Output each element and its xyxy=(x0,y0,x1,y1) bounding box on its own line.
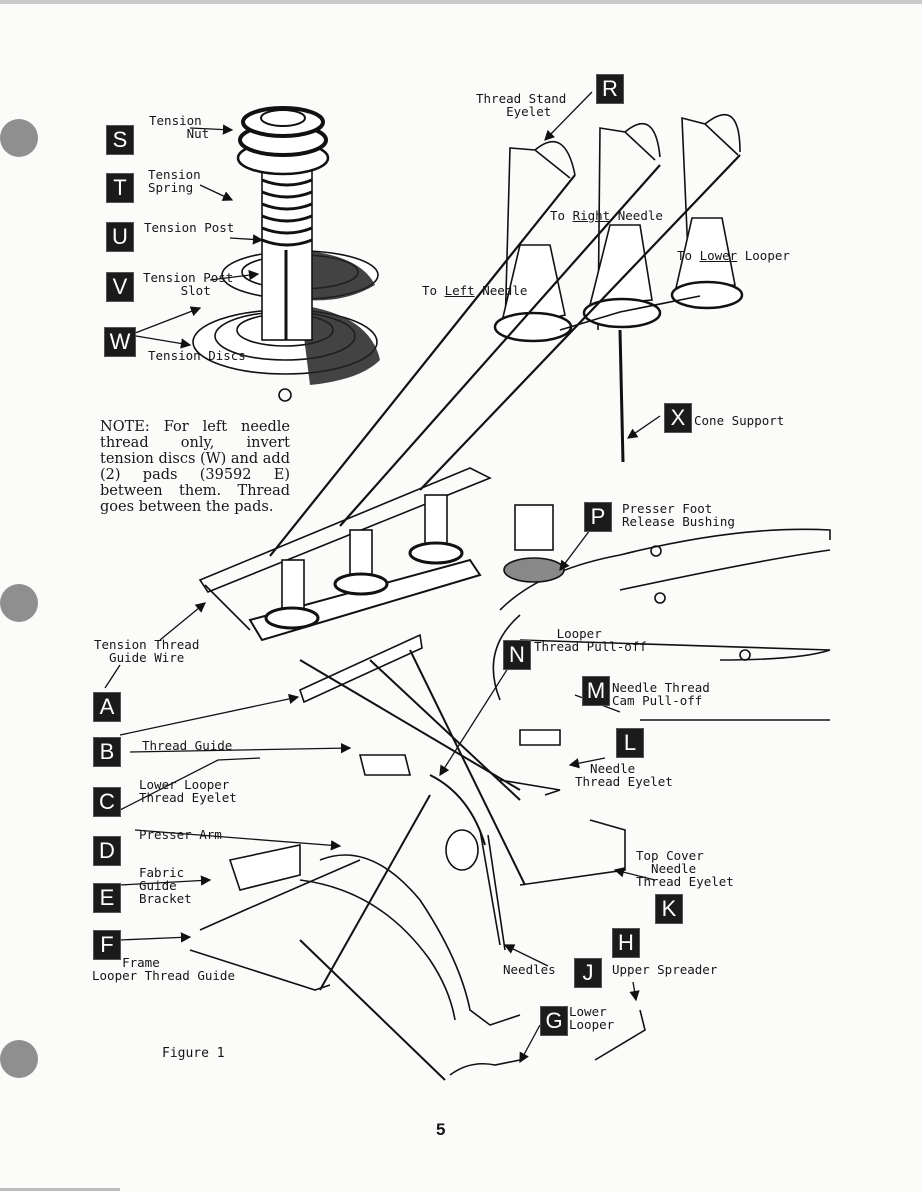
label-tension-discs: Tension Discs xyxy=(148,348,246,363)
tag-a: A xyxy=(93,692,121,722)
label-needles: Needles xyxy=(503,962,556,977)
tag-g: G xyxy=(540,1006,568,1036)
tag-t: T xyxy=(106,173,134,203)
label-presser-arm: Presser Arm xyxy=(139,827,222,842)
tag-b: B xyxy=(93,737,121,767)
label-tension-spring: Tension Spring xyxy=(148,167,201,195)
tag-d: D xyxy=(93,836,121,866)
tag-k: K xyxy=(655,894,683,924)
label-cone-support: Cone Support xyxy=(694,413,785,428)
punch-hole-3 xyxy=(0,1040,38,1078)
page-number: 5 xyxy=(436,1120,446,1139)
tag-j: J xyxy=(574,958,602,988)
machine-body-illustration xyxy=(492,504,831,721)
top-edge-line xyxy=(0,0,922,4)
tension-plate-illustration xyxy=(198,467,492,704)
tension-assembly-illustration xyxy=(192,106,380,402)
label-tension-thread-guide-wire: Tension Thread Guide Wire xyxy=(94,637,200,665)
label-tension-post: Tension Post xyxy=(144,220,235,235)
label-to-right-needle: To Right Needle xyxy=(550,208,663,223)
label-thread-guide: Thread Guide xyxy=(142,738,233,753)
tag-m: M xyxy=(582,676,610,706)
bottom-edge-line xyxy=(0,1188,120,1191)
label-needle-thread-eyelet: Needle Thread Eyelet xyxy=(575,761,673,789)
label-tension-post-slot: Tension Post Slot xyxy=(143,270,234,298)
label-lower-looper-thread-eyelet: Lower Looper Thread Eyelet xyxy=(139,777,237,805)
figure-caption: Figure 1 xyxy=(162,1046,225,1061)
tag-c: C xyxy=(93,787,121,817)
thread-stand-illustration xyxy=(493,113,744,463)
label-frame-looper-thread-guide: Frame Looper Thread Guide xyxy=(92,955,235,983)
tag-f: F xyxy=(93,930,121,960)
label-looper-thread-pull-off: Looper Thread Pull-off xyxy=(534,626,647,654)
note-text: NOTE: For left needle thread only, inver… xyxy=(100,419,290,515)
lower-mechanism-illustration xyxy=(189,729,646,1076)
tag-s: S xyxy=(106,125,134,155)
label-to-lower-looper: To Lower Looper xyxy=(677,248,790,263)
tag-r: R xyxy=(596,74,624,104)
label-needle-thread-cam-pull-off: Needle Thread Cam Pull-off xyxy=(612,680,710,708)
label-thread-stand-eyelet: Thread Stand Eyelet xyxy=(476,91,567,119)
tag-u: U xyxy=(106,222,134,252)
thread-lines xyxy=(269,154,741,557)
tag-w: W xyxy=(104,327,136,357)
punch-hole-2 xyxy=(0,584,38,622)
label-upper-spreader: Upper Spreader xyxy=(612,962,718,977)
label-presser-foot-release-bushing: Presser Foot Release Bushing xyxy=(622,501,735,529)
punch-hole-1 xyxy=(0,119,38,157)
label-top-cover-needle-thread-eyelet: Top Cover Needle Thread Eyelet xyxy=(636,848,734,889)
tag-n: N xyxy=(503,640,531,670)
lower-thread-lines xyxy=(299,649,526,1081)
callout-leaders xyxy=(104,91,661,1064)
tag-l: L xyxy=(616,728,644,758)
label-to-left-needle: To Left Needle xyxy=(422,283,528,298)
tag-h: H xyxy=(612,928,640,958)
tag-x: X xyxy=(664,403,692,433)
tag-v: V xyxy=(106,272,134,302)
tag-p: P xyxy=(584,502,612,532)
label-fabric-guide-bracket: Fabric Guide Bracket xyxy=(139,865,192,906)
tag-e: E xyxy=(93,883,121,913)
label-lower-looper: Lower Looper xyxy=(569,1004,615,1032)
label-tension-nut: Tension Nut xyxy=(149,113,210,141)
